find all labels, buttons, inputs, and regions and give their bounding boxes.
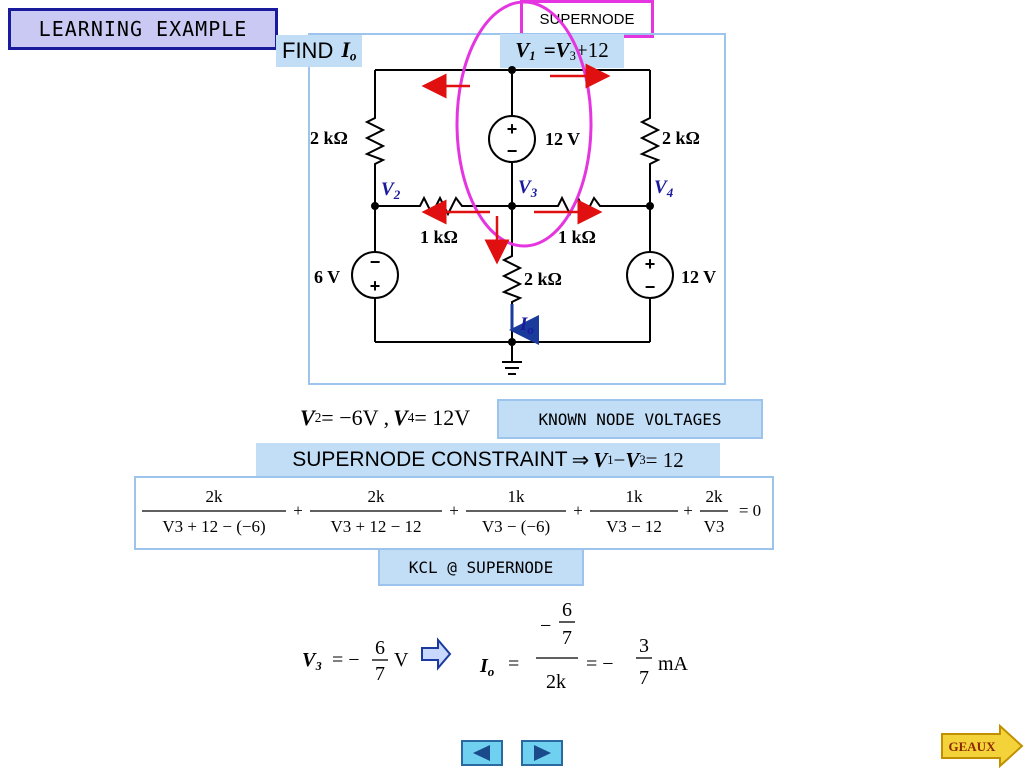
geaux-button[interactable]: GEAUX bbox=[940, 723, 1024, 769]
src-top-plus: + bbox=[507, 119, 518, 139]
kcl-num-5: 2k bbox=[706, 487, 724, 506]
node-v4-dot bbox=[646, 202, 654, 210]
kcl-equation-box: 2k V3 + 12 − (−6) + 2k V3 + 12 − 12 + 1k… bbox=[134, 476, 774, 550]
label-node-v3: V3 bbox=[518, 177, 538, 200]
result-arrow-icon bbox=[421, 637, 452, 671]
label-node-v2: V2 bbox=[381, 179, 401, 202]
find-text: FIND bbox=[282, 38, 334, 63]
kcl-den-1: V3 + 12 − (−6) bbox=[162, 517, 265, 536]
result-v3-den: 7 bbox=[375, 663, 385, 685]
label-src-top: 12 V bbox=[545, 129, 580, 149]
kcl-rhs: = 0 bbox=[739, 501, 761, 520]
kcl-plus-2: + bbox=[449, 501, 459, 520]
result-v3-unit: V bbox=[394, 649, 409, 671]
kcl-den-2: V3 + 12 − 12 bbox=[331, 517, 422, 536]
known-v2-val: = −6V , bbox=[321, 405, 390, 430]
result-io-den: 2k bbox=[546, 671, 566, 693]
constraint-v1-sub: 1 bbox=[607, 452, 614, 467]
result-io-num-minus: − bbox=[540, 615, 551, 637]
known-v2-sub: 2 bbox=[314, 410, 322, 425]
geaux-arrow-icon: GEAUX bbox=[941, 723, 1024, 769]
known-voltages-tag-text: KNOWN NODE VOLTAGES bbox=[538, 409, 722, 429]
results: V₃ = − 6 7 V Io = − 6 7 2k = − 3 7 mA bbox=[302, 599, 689, 693]
result-io-num-den: 7 bbox=[562, 627, 572, 649]
kcl-den-5: V3 bbox=[704, 517, 725, 536]
kcl-num-4: 1k bbox=[626, 487, 644, 506]
constraint-v3-sub: 3 bbox=[639, 452, 646, 467]
node-ground-dot bbox=[508, 338, 516, 346]
constraint-v3: V bbox=[625, 447, 640, 472]
result-io-num-top: 6 bbox=[562, 599, 572, 621]
node-v3-dot bbox=[508, 202, 516, 210]
constraint-arrow: ⇒ bbox=[571, 447, 590, 472]
find-var: I bbox=[341, 37, 350, 63]
known-v4-sub: 4 bbox=[407, 410, 415, 425]
result-io-unit: mA bbox=[658, 653, 689, 675]
src-top-minus: − bbox=[507, 141, 518, 161]
constraint-v1: V bbox=[593, 447, 608, 472]
kcl-plus-4: + bbox=[683, 501, 693, 520]
label-src-right: 12 V bbox=[681, 267, 716, 287]
label-r-mid-right: 1 kΩ bbox=[558, 227, 596, 247]
kcl-den-4: V3 − 12 bbox=[606, 517, 662, 536]
src-left-plus: + bbox=[370, 276, 381, 296]
resistor-mid-left bbox=[375, 195, 512, 217]
label-r-mid-left: 1 kΩ bbox=[420, 227, 458, 247]
source-top-12v bbox=[488, 115, 536, 163]
source-right-12v bbox=[626, 251, 674, 299]
result-io-eq: = bbox=[508, 653, 519, 675]
constraint-tail: = 12 bbox=[645, 447, 684, 472]
result-io-den2: 7 bbox=[639, 667, 649, 689]
result-io-eq2: = − bbox=[586, 653, 614, 675]
kcl-plus-3: + bbox=[573, 501, 583, 520]
result-io-num2: 3 bbox=[639, 635, 649, 657]
v1-lhs: V1 bbox=[515, 37, 536, 64]
resistor-right-top bbox=[639, 70, 661, 206]
prev-slide-button[interactable] bbox=[461, 740, 503, 766]
geaux-label: GEAUX bbox=[949, 739, 997, 754]
result-io-lhs: Io bbox=[479, 655, 495, 679]
known-voltages-tag: KNOWN NODE VOLTAGES bbox=[497, 399, 763, 439]
source-left-6v bbox=[351, 251, 399, 299]
src-right-plus: + bbox=[645, 254, 656, 274]
node-v2-dot bbox=[371, 202, 379, 210]
kcl-equation: 2k V3 + 12 − (−6) + 2k V3 + 12 − 12 + 1k… bbox=[142, 487, 761, 536]
kcl-tag-text: KCL @ SUPERNODE bbox=[408, 557, 554, 577]
known-v4-val: = 12V bbox=[414, 405, 471, 430]
label-node-v4: V4 bbox=[654, 177, 674, 200]
kcl-den-3: V3 − (−6) bbox=[482, 517, 550, 536]
constraint-minus: − bbox=[613, 447, 626, 472]
page-title: LEARNING EXAMPLE bbox=[8, 8, 278, 50]
src-right-minus: − bbox=[645, 277, 656, 297]
constraint-text: SUPERNODE CONSTRAINT bbox=[292, 448, 568, 471]
node-v1-dot bbox=[508, 66, 516, 74]
known-v4: V bbox=[393, 405, 408, 430]
label-r-bottom: 2 kΩ bbox=[524, 269, 562, 289]
kcl-num-3: 1k bbox=[508, 487, 526, 506]
find-var-sub: o bbox=[349, 48, 357, 64]
result-v3-num: 6 bbox=[375, 637, 385, 659]
prev-arrow-icon bbox=[473, 745, 490, 761]
label-r-left-top: 2 kΩ bbox=[310, 128, 348, 148]
label-r-right-top: 2 kΩ bbox=[662, 128, 700, 148]
result-v3-lhs: V₃ bbox=[302, 649, 322, 671]
result-v3-eq: = − bbox=[332, 649, 360, 671]
label-src-left: 6 V bbox=[314, 267, 340, 287]
kcl-plus-1: + bbox=[293, 501, 303, 520]
find-label: FIND Io bbox=[276, 35, 363, 67]
src-left-minus: − bbox=[370, 252, 381, 272]
page-title-text: LEARNING EXAMPLE bbox=[38, 17, 248, 41]
kcl-num-2: 2k bbox=[368, 487, 386, 506]
kcl-num-1: 2k bbox=[206, 487, 224, 506]
next-slide-button[interactable] bbox=[521, 740, 563, 766]
resistor-left-top bbox=[364, 70, 386, 206]
supernode-ellipse bbox=[455, 0, 593, 248]
next-arrow-icon bbox=[534, 745, 551, 761]
label-io: Io bbox=[519, 314, 534, 337]
known-v2: V bbox=[300, 405, 315, 430]
kcl-tag: KCL @ SUPERNODE bbox=[378, 548, 584, 586]
